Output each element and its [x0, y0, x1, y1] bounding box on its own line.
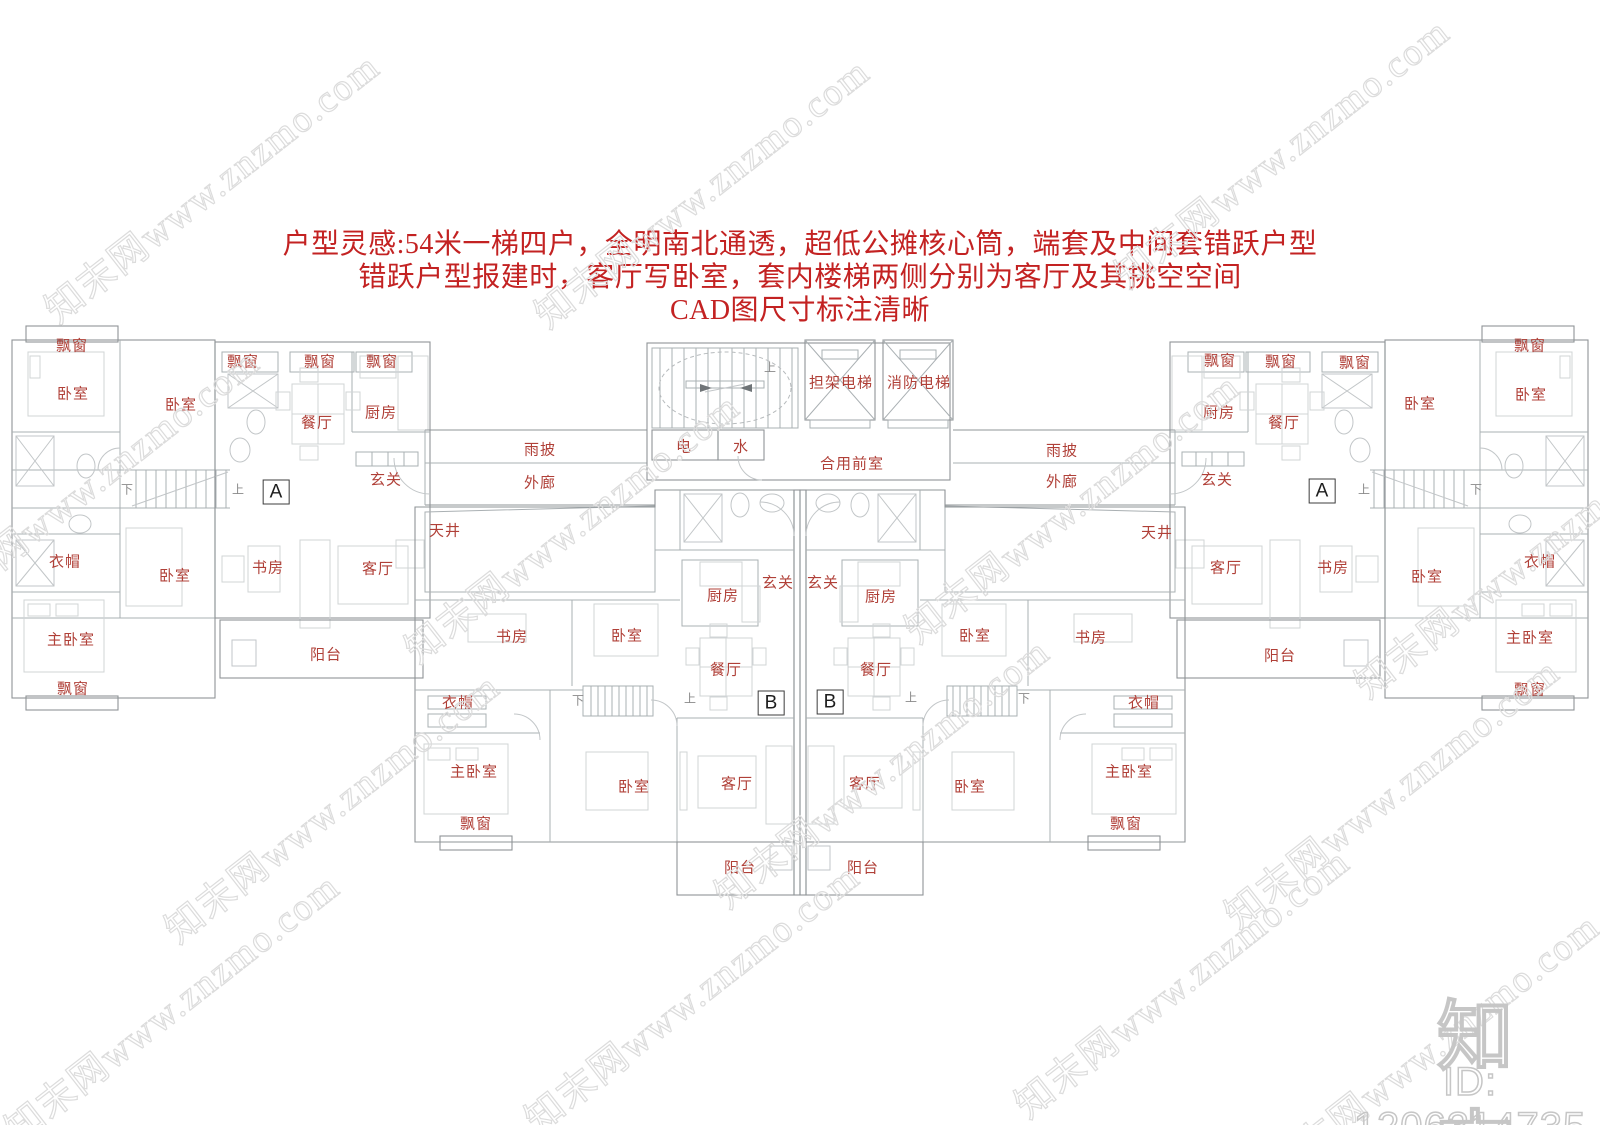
room-label: 书房	[1316, 560, 1350, 577]
room-label: 卧室	[158, 568, 192, 585]
unit-label: A	[262, 479, 290, 505]
room-label: 玄关	[806, 575, 840, 592]
room-label: 上	[763, 360, 777, 375]
room-label: 衣帽	[1127, 695, 1161, 712]
room-label: 卧室	[958, 628, 992, 645]
room-label: 合用前室	[819, 456, 885, 473]
brand-id: ID: 1206314735	[1353, 1059, 1586, 1125]
title-line: 错跃户型报建时，客厅写卧室，套内楼梯两侧分别为客厅及其挑空空间	[358, 262, 1242, 293]
room-label: 天井	[1140, 525, 1174, 542]
room-label: 客厅	[1209, 560, 1243, 577]
room-label: 卧室	[1410, 569, 1444, 586]
room-label: 飘窗	[1338, 355, 1372, 372]
room-label: 书房	[1074, 630, 1108, 647]
room-label: 厨房	[864, 589, 898, 606]
room-label: 天井	[428, 523, 462, 540]
room-label: 阳台	[723, 860, 757, 877]
room-label: 卧室	[953, 779, 987, 796]
room-label: 主卧室	[1505, 630, 1555, 647]
room-label: 卧室	[1514, 387, 1548, 404]
room-label: 玄关	[369, 472, 403, 489]
room-label: 飘窗	[1513, 682, 1547, 699]
room-label: 主卧室	[1104, 764, 1154, 781]
room-label: 下	[120, 482, 134, 497]
room-label: 衣帽	[1523, 554, 1557, 571]
room-label: 书房	[495, 629, 529, 646]
room-label: 阳台	[309, 647, 343, 664]
room-label: 厨房	[364, 405, 398, 422]
unit-label: B	[816, 689, 844, 715]
room-label: 外廊	[523, 475, 557, 492]
room-label: 下	[1017, 691, 1031, 706]
room-label: 飘窗	[1264, 354, 1298, 371]
room-label: 餐厅	[709, 662, 743, 679]
room-label: 飘窗	[1513, 338, 1547, 355]
room-label: 下	[571, 693, 585, 708]
title-line: 户型灵感:54米一梯四户，全明南北通透，超低公摊核心筒，端套及中间套错跃户型	[282, 229, 1318, 260]
room-label: 衣帽	[48, 554, 82, 571]
room-label: 卧室	[617, 779, 651, 796]
room-label: 上	[231, 482, 245, 497]
room-label: 雨披	[523, 442, 557, 459]
room-label: 厨房	[1202, 405, 1236, 422]
room-label: 飘窗	[55, 338, 89, 355]
room-label: 水	[732, 439, 750, 456]
room-label: 上	[1357, 482, 1371, 497]
room-label: 外廊	[1045, 474, 1079, 491]
room-label: 担架电梯	[808, 375, 874, 392]
room-label: 厨房	[706, 588, 740, 605]
room-label: 客厅	[361, 561, 395, 578]
room-label: 餐厅	[300, 415, 334, 432]
room-label: 飘窗	[1203, 353, 1237, 370]
room-label: 上	[904, 690, 918, 705]
room-label: 衣帽	[441, 695, 475, 712]
room-label: 玄关	[1200, 472, 1234, 489]
room-label: 卧室	[610, 628, 644, 645]
unit-label: B	[757, 690, 785, 716]
room-label: 主卧室	[46, 632, 96, 649]
room-label: 飘窗	[365, 354, 399, 371]
room-label: 餐厅	[1267, 415, 1301, 432]
room-label: 消防电梯	[886, 375, 952, 392]
room-label: 飘窗	[459, 816, 493, 833]
room-label: 阳台	[1263, 648, 1297, 665]
room-label: 雨披	[1045, 443, 1079, 460]
brand-logo: 知末	[1436, 995, 1519, 1125]
room-label: 玄关	[761, 575, 795, 592]
room-label: 主卧室	[449, 764, 499, 781]
room-label: 书房	[251, 560, 285, 577]
room-label: 飘窗	[1109, 816, 1143, 833]
room-label: 卧室	[1403, 396, 1437, 413]
room-label: 卧室	[164, 397, 198, 414]
unit-label: A	[1308, 478, 1336, 504]
main-title: 户型灵感:54米一梯四户，全明南北通透，超低公摊核心筒，端套及中间套错跃户型 错…	[0, 228, 1600, 327]
room-label: 飘窗	[226, 354, 260, 371]
room-label: 客厅	[848, 776, 882, 793]
title-line: CAD图尺寸标注清晰	[669, 295, 931, 326]
room-label: 阳台	[846, 860, 880, 877]
room-label: 餐厅	[859, 662, 893, 679]
room-label: 卧室	[56, 386, 90, 403]
room-label: 上	[683, 691, 697, 706]
room-label: 电	[675, 439, 693, 456]
room-label: 下	[1469, 482, 1483, 497]
room-label: 客厅	[720, 776, 754, 793]
room-label: 飘窗	[56, 681, 90, 698]
room-label: 飘窗	[303, 354, 337, 371]
